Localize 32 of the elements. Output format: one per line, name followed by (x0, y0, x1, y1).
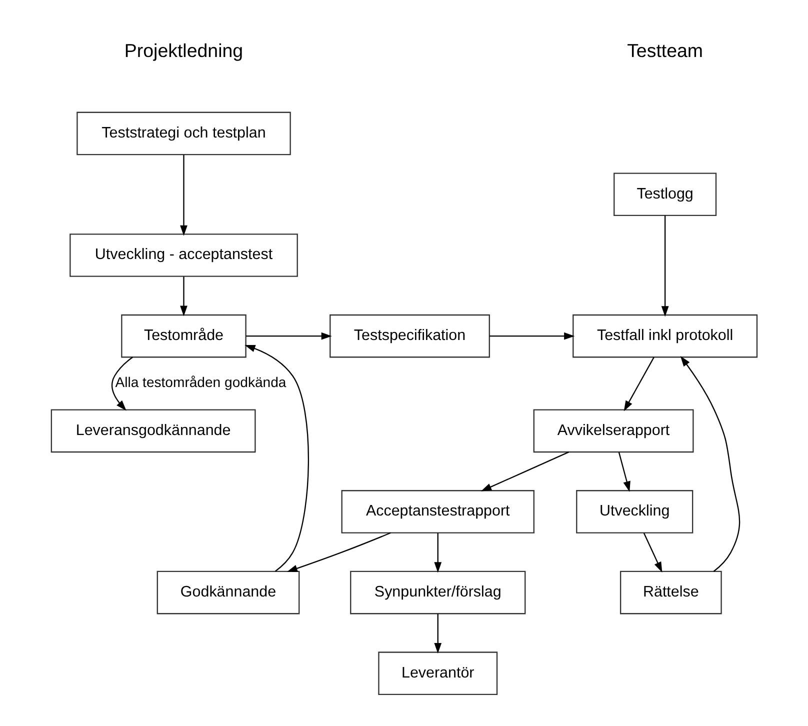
node-box: Rättelse (619, 570, 722, 614)
label: Projektledning (124, 40, 243, 62)
node-box: Teststrategi och testplan (76, 112, 290, 156)
arrow (434, 533, 442, 573)
arrow (434, 614, 442, 654)
arrow (286, 532, 390, 572)
arrow (111, 356, 132, 411)
node-box: Testlogg (613, 172, 716, 216)
label: Testteam (626, 40, 703, 62)
arrow (618, 452, 630, 492)
node-box: Synpunkter/förslag (350, 570, 526, 614)
arrow (180, 276, 187, 316)
node-box: Leveransgodkännande (50, 409, 256, 453)
arrow (246, 332, 332, 340)
node-box: Godkännande (156, 570, 300, 614)
arrow (623, 357, 654, 412)
arrow (489, 332, 574, 340)
node-box: Leverantör (378, 652, 498, 695)
node-box: Utveckling - acceptanstest (69, 234, 298, 277)
node-box: Acceptanstestrapport (340, 490, 534, 534)
node-box: Testspecifikation (329, 314, 490, 358)
arrow (244, 344, 308, 572)
node-box: Avvikelserapport (532, 409, 694, 453)
arrow (480, 452, 568, 492)
arrow (642, 532, 662, 573)
node-box: Testområde (120, 314, 246, 358)
arrow (660, 216, 668, 317)
node-box: Utveckling (576, 490, 693, 534)
arrow (180, 154, 187, 236)
edge-label: Alla testområden godkända (114, 374, 286, 390)
arrow (680, 356, 740, 572)
node-box: Testfall inkl protokoll (572, 314, 758, 358)
